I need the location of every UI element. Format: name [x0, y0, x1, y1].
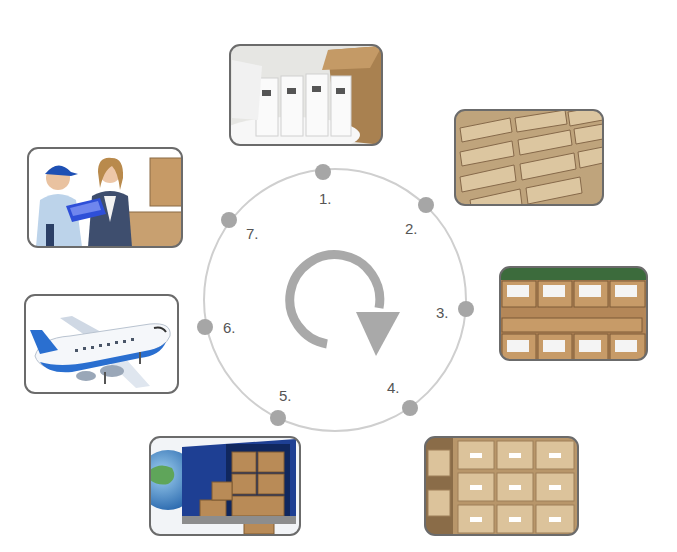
- callout-number: 6.: [223, 320, 236, 335]
- dividers-photo: [455, 110, 603, 205]
- warehouse-shelf-photo: [425, 437, 578, 535]
- airplane-photo: [25, 295, 178, 393]
- ring-dots: [197, 164, 474, 426]
- photo-frame: [425, 437, 578, 535]
- cycle-ring: [204, 169, 466, 431]
- photo-frame: [150, 437, 300, 535]
- boxed-products-photo: [500, 267, 647, 360]
- photo-frame: [455, 110, 603, 205]
- callout-number: 4.: [387, 380, 400, 395]
- callout-number: 2.: [405, 221, 418, 236]
- callout-number: 5.: [279, 388, 292, 403]
- photo-frame: [500, 267, 647, 360]
- cycle-arrow: [290, 255, 400, 356]
- callout-number: 1.: [319, 191, 332, 206]
- callout-number: 3.: [436, 305, 449, 320]
- delivery-photo: [28, 148, 182, 247]
- photo-frame: [230, 45, 382, 145]
- truck-loading-photo: [150, 437, 300, 535]
- photo-frame: [25, 295, 178, 393]
- packing-photo: [230, 45, 382, 145]
- photo-frame: [28, 148, 182, 247]
- callout-number: 7.: [246, 226, 259, 241]
